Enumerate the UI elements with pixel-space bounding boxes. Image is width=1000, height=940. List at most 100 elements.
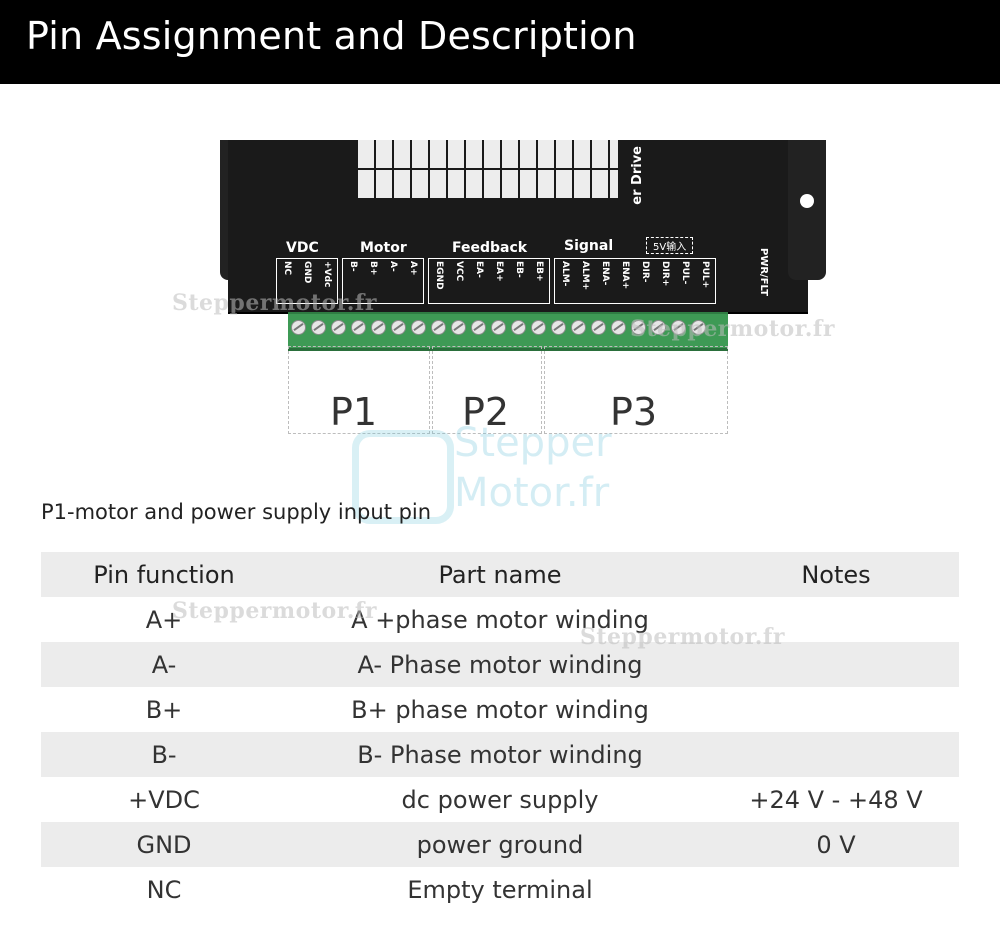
- terminal-screw: [288, 317, 308, 337]
- terminal-screw: [628, 317, 648, 337]
- table-row: NC Empty terminal: [41, 867, 959, 912]
- pin-label: EA+: [494, 261, 504, 282]
- watermark-logo-text: Motor.fr: [454, 470, 610, 516]
- table-row: GND power ground 0 V: [41, 822, 959, 867]
- pin-cell: A+: [145, 605, 183, 634]
- page-title: Pin Assignment and Description: [26, 14, 637, 58]
- terminal-screw: [668, 317, 688, 337]
- pin-label: ENA-: [600, 261, 610, 286]
- column-header: Pin function: [93, 560, 235, 589]
- part-cell: A- Phase motor winding: [357, 650, 643, 679]
- group-label-signal: Signal: [564, 238, 614, 254]
- column-header: Part name: [438, 560, 562, 589]
- part-cell: A +phase motor winding: [351, 605, 649, 634]
- feedback-pin-box: EGND VCC EA- EA+ EB- EB+: [428, 258, 550, 304]
- pin-label: ENA+: [620, 261, 630, 290]
- pin-label: VCC: [454, 261, 464, 282]
- watermark: Steppermotor.fr: [630, 316, 835, 342]
- part-cell: dc power supply: [401, 785, 599, 814]
- pin-label: DIR-: [640, 261, 650, 283]
- table-row: A+ A +phase motor winding: [41, 597, 959, 642]
- pin-label: DIR+: [660, 261, 670, 287]
- driver-body: er Drive VDC Motor Feedback Signal 5V输入 …: [228, 140, 808, 314]
- pin-table: Pin function Part name Notes A+ A +phase…: [41, 552, 959, 912]
- group-label-motor: Motor: [360, 240, 407, 256]
- terminal-screw: [328, 317, 348, 337]
- pin-label: ALM-: [560, 261, 570, 287]
- table-row: +VDC dc power supply +24 V - +48 V: [41, 777, 959, 822]
- watermark-robot-icon: [352, 430, 454, 524]
- terminal-screw: [368, 317, 388, 337]
- dip-switch-table: [358, 140, 618, 198]
- pin-label: PUL+: [700, 261, 710, 289]
- watermark: Steppermotor.fr: [580, 624, 785, 650]
- table-header-row: Pin function Part name Notes: [41, 552, 959, 597]
- signal-pin-box: ALM- ALM+ ENA- ENA+ DIR- DIR+ PUL- PUL+: [554, 258, 716, 304]
- pin-label: EA-: [474, 261, 484, 278]
- port-label-p3: P3: [610, 390, 658, 434]
- port-box-p2: [432, 346, 542, 434]
- pin-label: EGND: [434, 261, 444, 290]
- table-row: A- A- Phase motor winding: [41, 642, 959, 687]
- terminal-screw: [408, 317, 428, 337]
- port-label-p1: P1: [330, 390, 378, 434]
- terminal-screw: [308, 317, 328, 337]
- port-label-p2: P2: [462, 390, 510, 434]
- motor-pin-box: B- B+ A- A+: [342, 258, 424, 304]
- pin-label: EB-: [514, 261, 524, 278]
- pin-cell: A-: [151, 650, 177, 679]
- pin-label: ALM+: [580, 261, 590, 291]
- terminal-screw: [468, 317, 488, 337]
- column-header: Notes: [801, 560, 871, 589]
- pin-label: B-: [348, 261, 358, 272]
- pin-cell: B-: [151, 740, 177, 769]
- part-cell: Empty terminal: [407, 875, 593, 904]
- notes-cell: +24 V - +48 V: [749, 785, 923, 814]
- group-label-vdc: VDC: [286, 240, 319, 256]
- pin-label: GND: [302, 261, 312, 284]
- signal-voltage-note: 5V输入: [646, 237, 694, 254]
- pin-label: EB+: [534, 261, 544, 282]
- status-label: PWR/FLT: [758, 248, 769, 297]
- terminal-screw: [448, 317, 468, 337]
- terminal-screw: [568, 317, 588, 337]
- table-row: B+ B+ phase motor winding: [41, 687, 959, 732]
- pin-label: B+: [368, 261, 378, 276]
- drive-text: er Drive: [630, 146, 645, 205]
- mounting-ear-right: [788, 140, 826, 280]
- watermark: Steppermotor.fr: [172, 290, 377, 316]
- terminal-screw: [488, 317, 508, 337]
- terminal-block: [288, 312, 728, 351]
- terminal-screw: [688, 317, 708, 337]
- section-caption: P1-motor and power supply input pin: [41, 500, 432, 524]
- mounting-hole: [800, 194, 814, 208]
- pin-label: NC: [282, 261, 292, 276]
- terminal-screw: [528, 317, 548, 337]
- pin-cell: NC: [146, 875, 182, 904]
- terminal-screw: [608, 317, 628, 337]
- port-box-p3: [544, 346, 728, 434]
- terminal-screw: [428, 317, 448, 337]
- part-cell: power ground: [416, 830, 584, 859]
- terminal-screw: [508, 317, 528, 337]
- watermark-logo-text: Stepper: [454, 420, 612, 466]
- pin-label: PUL-: [680, 261, 690, 285]
- notes-cell: 0 V: [816, 830, 856, 859]
- terminal-screw: [548, 317, 568, 337]
- vdc-pin-box: NC GND +Vdc: [276, 258, 338, 304]
- part-cell: B+ phase motor winding: [351, 695, 649, 724]
- terminal-screw: [348, 317, 368, 337]
- pin-label: +Vdc: [322, 261, 332, 288]
- pin-label: A-: [388, 261, 398, 272]
- pin-cell: GND: [136, 830, 192, 859]
- terminal-screw: [648, 317, 668, 337]
- header-bar: Pin Assignment and Description: [0, 0, 1000, 84]
- pin-label: A+: [408, 261, 418, 276]
- pin-row: NC GND +Vdc B- B+ A- A+ EGND VCC EA- EA+…: [276, 258, 716, 304]
- pin-cell: B+: [145, 695, 183, 724]
- terminal-screw: [588, 317, 608, 337]
- group-label-feedback: Feedback: [452, 240, 528, 256]
- driver-figure: er Drive VDC Motor Feedback Signal 5V输入 …: [220, 140, 830, 440]
- terminal-screw: [388, 317, 408, 337]
- pin-cell: +VDC: [128, 785, 200, 814]
